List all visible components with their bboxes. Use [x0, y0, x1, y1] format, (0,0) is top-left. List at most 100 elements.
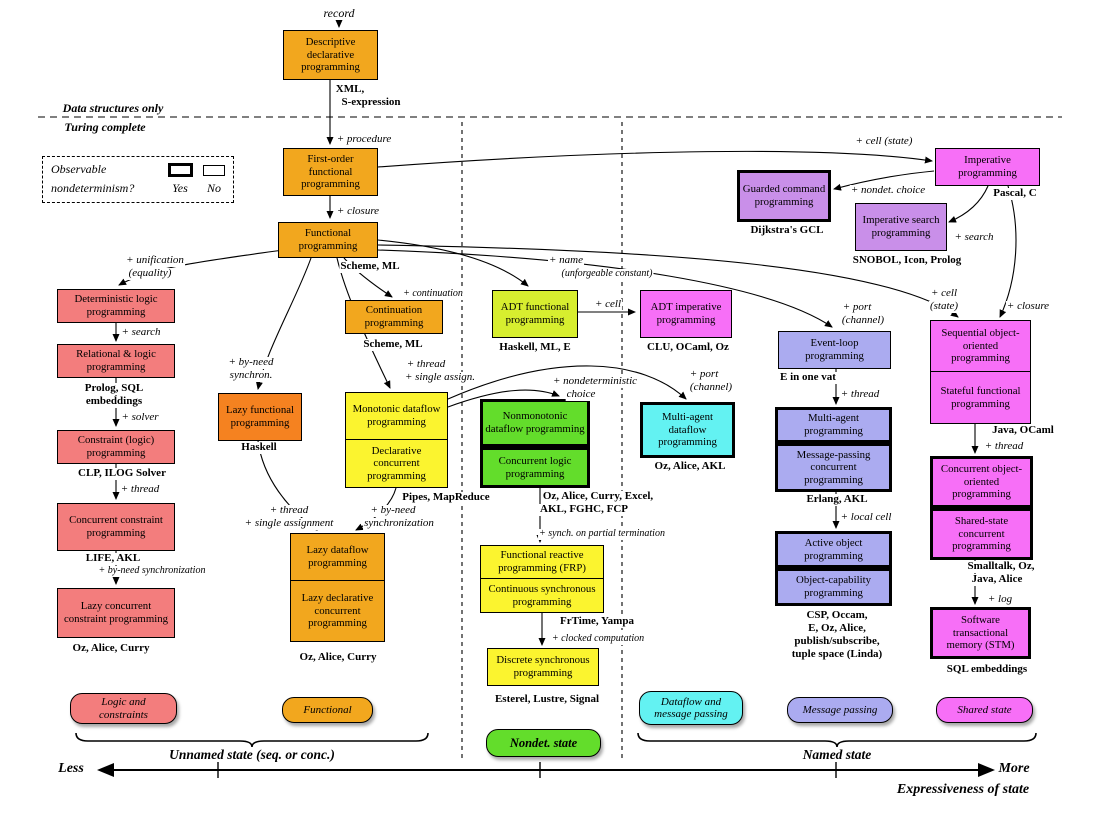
category-message-passing: Message passing — [787, 697, 893, 723]
node-first-order-functional: First-order functional programming — [283, 148, 378, 196]
label-more: More — [997, 761, 1031, 777]
node-descriptive-declarative: Descriptive declarative programming — [283, 30, 378, 80]
label-channel: (channel) — [840, 314, 886, 327]
label-by-need: + by-need — [369, 504, 417, 517]
node-software-transactional-memory: Software transactional memory (STM) — [930, 607, 1031, 659]
label-by-need: + by-need — [227, 356, 275, 369]
legend-yes-label: Yes — [172, 181, 188, 195]
label-scheme-ml: Scheme, ML — [339, 260, 401, 273]
category-dataflow-and-message-passing: Dataflow and message passing — [639, 691, 743, 725]
label-unification: + unification — [125, 254, 185, 267]
label-less: Less — [57, 761, 85, 777]
label-clu-ocaml-oz: CLU, OCaml, Oz — [646, 341, 730, 354]
node-active-object: Active object programming — [775, 531, 892, 568]
label-pipes-mapreduce: Pipes, MapReduce — [401, 491, 491, 504]
label-log: + log — [986, 593, 1014, 606]
category-nondet-state: Nondet. state — [486, 729, 601, 757]
label-nondeterministic: + nondeterministic — [551, 375, 639, 388]
label-clp-ilog-solver: CLP, ILOG Solver — [77, 467, 167, 480]
label-closure: + closure — [1005, 300, 1051, 313]
legend-observable-nondeterminism: Observable nondeterminism? Yes No — [42, 156, 234, 203]
label-prolog-sql: Prolog, SQL — [83, 382, 145, 395]
label-sql-embeddings: SQL embeddings — [945, 663, 1029, 676]
node-guarded-command: Guarded command programming — [737, 170, 831, 222]
label-single-assignment: + single assignment — [243, 517, 335, 530]
label-search: + search — [120, 326, 162, 339]
node-shared-state-concurrent: Shared-state concurrent programming — [930, 508, 1033, 560]
label-single-assign: + single assign. — [403, 371, 477, 384]
brace-unnamed-state-seq-or-conc — [75, 732, 429, 748]
node-discrete-synchronous: Discrete synchronous programming — [487, 648, 599, 686]
label-smalltalk-oz: Smalltalk, Oz, — [966, 560, 1036, 573]
legend-no-swatch — [203, 164, 225, 176]
label-e-in-one-vat: E in one vat — [779, 371, 837, 384]
label-equality: (equality) — [127, 267, 173, 280]
label-synch-on-partial-termination: + synch. on partial termination — [538, 528, 666, 540]
label-local-cell: + local cell — [839, 511, 893, 524]
node-constraint-logic: Constraint (logic) programming — [57, 430, 175, 464]
label-pascal-c: Pascal, C — [992, 187, 1038, 200]
label-channel: (channel) — [688, 381, 734, 394]
node-functional-reactive: Functional reactive programming (FRP) — [480, 545, 604, 579]
legend-yes-swatch — [167, 163, 193, 178]
label-synchron: synchron. — [228, 369, 274, 382]
label-unforgeable-constant: (unforgeable constant) — [560, 268, 654, 280]
label-thread: + thread — [839, 388, 881, 401]
label-scheme-ml: Scheme, ML — [362, 338, 424, 351]
label-dijkstra-s-gcl: Dijkstra's GCL — [749, 224, 825, 237]
label-cell: + cell — [929, 287, 959, 300]
label-snobol-icon-prolog: SNOBOL, Icon, Prolog — [851, 254, 963, 267]
node-deterministic-logic: Deterministic logic programming — [57, 289, 175, 323]
category-functional: Functional — [282, 697, 373, 723]
label-thread: + thread — [983, 440, 1025, 453]
legend-title-line1: Observable — [51, 162, 107, 176]
category-logic-and-constraints: Logic and constraints — [70, 693, 177, 724]
label-port: + port — [688, 368, 720, 381]
node-adt-imperative: ADT imperative programming — [640, 290, 732, 338]
label-by-need-synchronization: + by-need synchronization — [97, 565, 207, 577]
label-akl-fghc-fcp: AKL, FGHC, FCP — [539, 503, 629, 516]
label-clocked-computation: + clocked computation — [550, 633, 646, 645]
label-java-ocaml: Java, OCaml — [991, 424, 1055, 437]
node-lazy-functional: Lazy functional programming — [218, 393, 302, 441]
node-nonmonotonic-dataflow: Nonmonotonic dataflow programming — [480, 399, 590, 447]
legend-title-line2: nondeterminism? — [51, 181, 135, 195]
label-oz-alice-curry: Oz, Alice, Curry — [71, 642, 151, 655]
label-expressiveness-of-state: Expressiveness of state — [895, 782, 1031, 798]
node-adt-functional: ADT functional programming — [492, 290, 578, 338]
label-xml: XML, — [334, 83, 366, 96]
label-csp-occam: CSP, Occam, — [805, 609, 869, 622]
node-stateful-functional: Stateful functional programming — [930, 371, 1031, 424]
node-concurrent-oo: Concurrent object-oriented programming — [930, 456, 1033, 508]
label-erlang-akl: Erlang, AKL — [805, 493, 869, 506]
label-data-structures-only: Data structures only — [61, 101, 165, 115]
node-functional: Functional programming — [278, 222, 378, 258]
brace-named-state — [637, 732, 1037, 748]
label-record: record — [322, 6, 356, 20]
node-concurrent-constraint: Concurrent constraint programming — [57, 503, 175, 551]
node-sequential-oo: Sequential object-oriented programming — [930, 320, 1031, 372]
label-embeddings: embeddings — [84, 395, 144, 408]
expressiveness-axis — [97, 762, 995, 778]
node-relational-logic: Relational & logic programming — [57, 344, 175, 378]
label-oz-alice-curry-excel: Oz, Alice, Curry, Excel, — [541, 490, 655, 503]
node-monotonic-dataflow: Monotonic dataflow programming — [345, 392, 448, 440]
label-state: (state) — [928, 300, 960, 313]
label-thread: + thread — [119, 483, 161, 496]
axis-arrow-left — [97, 763, 114, 777]
label-procedure: + procedure — [335, 133, 393, 146]
brace-label-named-state: Named state — [801, 747, 873, 763]
node-continuation: Continuation programming — [345, 300, 443, 334]
label-cell-state: + cell (state) — [854, 135, 914, 148]
label-name: + name — [548, 254, 584, 267]
label-cell: + cell — [593, 298, 623, 311]
node-imperative: Imperative programming — [935, 148, 1040, 186]
label-life-akl: LIFE, AKL — [84, 552, 142, 565]
node-lazy-dataflow: Lazy dataflow programming — [290, 533, 385, 581]
axis-arrow-right — [978, 763, 995, 777]
label-s-expression: S-expression — [340, 96, 402, 109]
label-solver: + solver — [120, 411, 160, 424]
label-java-alice: Java, Alice — [970, 573, 1024, 586]
node-multi-agent-dataflow: Multi-agent dataflow programming — [640, 402, 735, 458]
